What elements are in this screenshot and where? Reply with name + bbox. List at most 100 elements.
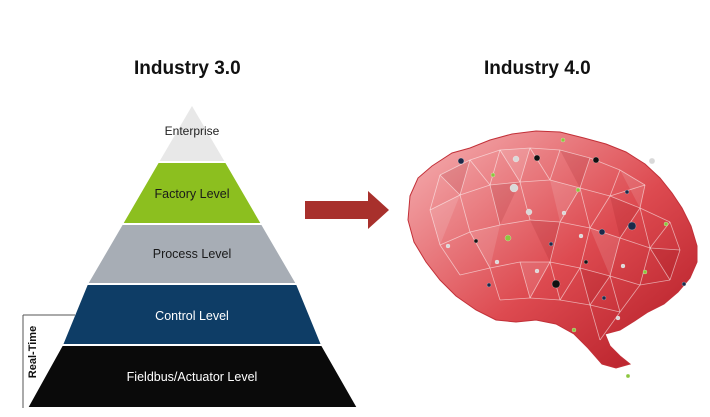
brain-mesh <box>429 147 681 341</box>
brain-mesh-line <box>439 244 461 276</box>
brain-facet <box>610 196 640 238</box>
brain-mesh-line <box>529 297 561 301</box>
brain-mesh-line <box>559 267 581 301</box>
industry-4-title: Industry 4.0 <box>484 58 591 79</box>
brain-mesh-line <box>489 149 501 186</box>
brain-mesh-line <box>579 267 591 306</box>
industry-3-title: Industry 3.0 <box>134 58 241 79</box>
brain-node <box>561 210 567 216</box>
brain-mesh-line <box>559 149 591 159</box>
brain-node <box>625 373 631 379</box>
brain-mesh-line <box>439 159 471 176</box>
brain-mesh-line <box>469 231 491 269</box>
realtime-label: Real-Time <box>27 326 39 378</box>
brain-mesh-line <box>469 159 491 186</box>
brain-mesh-line <box>489 261 521 269</box>
brain-mesh-line <box>489 181 521 186</box>
brain-node <box>490 172 496 178</box>
brain-mesh-line <box>519 179 551 183</box>
brain-mesh-line <box>589 195 611 229</box>
brain-node <box>512 155 520 163</box>
pyramid-label-fieldbus: Fieldbus/Actuator Level <box>127 370 258 384</box>
brain-mesh-line <box>499 147 531 151</box>
transition-arrow <box>305 191 389 229</box>
brain-mesh-line <box>639 279 671 286</box>
brain-mesh-line <box>499 219 531 226</box>
brain-node <box>504 234 512 242</box>
brain-mesh-line <box>649 247 681 251</box>
brain-node <box>681 281 687 287</box>
brain-mesh-line <box>619 169 646 186</box>
brain-mesh-line <box>549 149 561 181</box>
brain-mesh-line <box>549 221 561 263</box>
brain-mesh-line <box>639 207 651 249</box>
brain-mesh-line <box>579 187 591 229</box>
brain-mesh-line <box>579 267 611 277</box>
brain-mesh-line <box>549 179 581 189</box>
brain-node <box>548 241 554 247</box>
brain-facet <box>590 228 620 276</box>
brain-mesh-line <box>589 304 601 341</box>
brain-node <box>560 137 566 143</box>
brain-mesh-line <box>609 237 621 277</box>
brain-mesh-line <box>499 297 531 301</box>
brain-node <box>598 228 606 236</box>
brain-mesh-line <box>529 147 551 181</box>
brain-node <box>578 233 584 239</box>
brain-facet <box>470 225 500 268</box>
brain-node <box>624 189 630 195</box>
brain-mesh-line <box>579 227 591 269</box>
brain-illustration <box>407 130 698 379</box>
brain-mesh-line <box>439 231 471 246</box>
brain-node <box>533 154 541 162</box>
brain-node <box>642 269 648 275</box>
brain-mesh-line <box>579 187 611 197</box>
brain-mesh-line <box>559 187 581 223</box>
brain-mesh-line <box>619 284 641 313</box>
brain-node <box>445 243 451 249</box>
brain-mesh-line <box>639 247 651 286</box>
brain-mesh-line <box>649 221 671 249</box>
brain-node <box>601 295 607 301</box>
brain-node <box>473 238 479 244</box>
brain-node <box>663 221 669 227</box>
brain-node <box>627 221 637 231</box>
brain-node <box>494 259 500 265</box>
brain-mesh-line <box>549 261 581 269</box>
brain-node <box>525 208 533 216</box>
brain-mesh-line <box>429 174 441 211</box>
brain-mesh-line <box>459 194 471 233</box>
brain-mesh-line <box>579 157 591 189</box>
pyramid-level-fieldbus <box>25 344 360 409</box>
brain-node <box>457 157 465 165</box>
brain-mesh-line <box>429 209 441 246</box>
brain-mesh-line <box>459 184 491 196</box>
brain-mesh-line <box>519 147 531 183</box>
pyramid-label-process: Process Level <box>153 247 232 261</box>
brain-mesh-line <box>669 249 681 281</box>
brain-mesh-line <box>649 247 671 281</box>
brain-mesh-line <box>529 147 561 151</box>
brain-facet <box>560 150 590 188</box>
pyramid-label-control: Control Level <box>155 309 229 323</box>
brain-mesh-line <box>529 219 561 223</box>
brain-mesh-line <box>459 159 471 196</box>
brain-mesh-line <box>559 221 591 229</box>
brain-mesh-line <box>519 261 531 299</box>
pyramid: Enterprise Factory Level Process Level C… <box>25 102 360 409</box>
brain-mesh-line <box>529 261 551 299</box>
realtime-bracket: Real-Time <box>22 314 75 408</box>
brain-mesh-line <box>609 275 621 313</box>
brain-node <box>592 156 600 164</box>
brain-mesh-line <box>609 169 621 197</box>
brain-mesh-line <box>469 149 501 161</box>
brain-mesh-line <box>609 275 641 286</box>
brain-mesh-line <box>489 184 501 226</box>
brain-mesh-line <box>589 304 621 313</box>
brain-mesh-line <box>439 174 461 196</box>
brain-mesh-line <box>609 195 641 209</box>
brain-mesh-line <box>639 207 671 223</box>
brain-node <box>509 183 519 193</box>
